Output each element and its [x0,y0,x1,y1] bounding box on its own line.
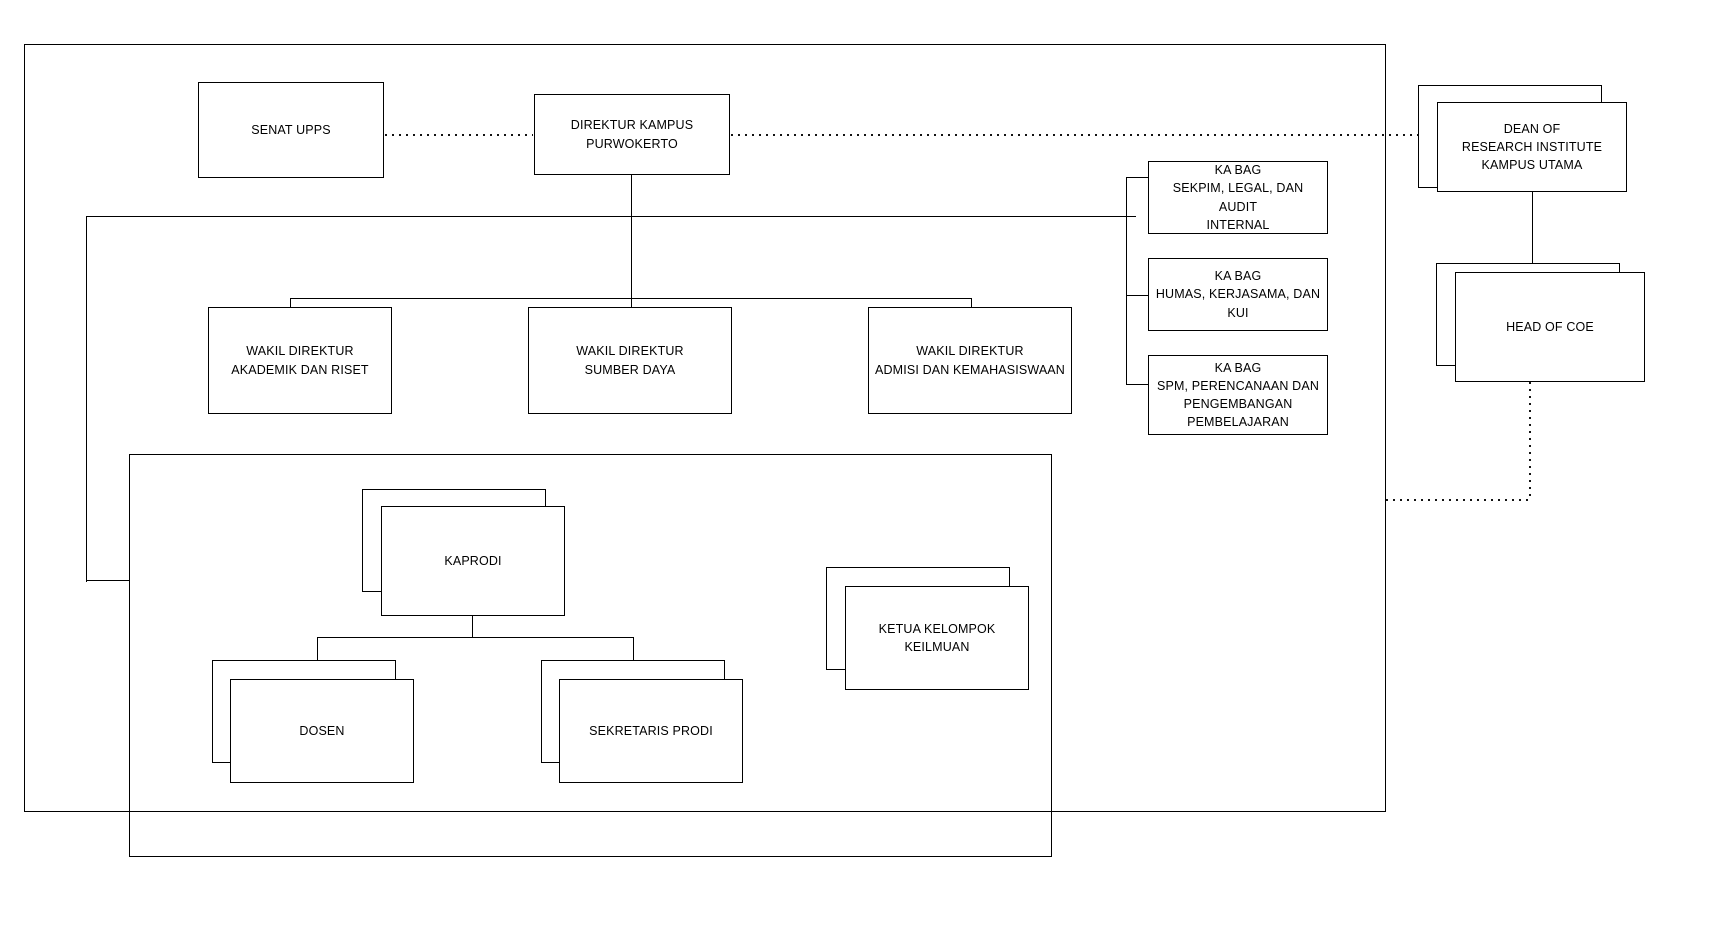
edge-kabag-humas-stub [1126,295,1148,297]
edge-direktur-spine-vertical [631,175,633,300]
edge-direktur-to-dean [731,134,1427,136]
node-kaprodi[interactable]: KAPRODI [381,506,565,616]
edge-kaprodi-bus [317,637,634,639]
edge-kabag-riser [1126,177,1128,385]
edge-dean-to-coe [1532,192,1534,264]
node-sekretaris-prodi[interactable]: SEKRETARIS PRODI [559,679,743,783]
node-ketua-kelompok-keilmuan[interactable]: KETUA KELOMPOK KEILMUAN [845,586,1029,690]
outer-container-frame [24,44,1386,812]
node-wakil-admisi[interactable]: WAKIL DIREKTUR ADMISI DAN KEMAHASISWAAN [868,307,1072,414]
edge-left-bracket-top [86,216,1136,218]
edge-coe-dotted-horizontal [1386,499,1531,501]
edge-sekretaris-drop [633,637,635,661]
edge-coe-dotted-vertical [1529,382,1531,501]
edge-senat-to-direktur [385,134,533,136]
node-ka-bag-sekpim[interactable]: KA BAG SEKPIM, LEGAL, DAN AUDIT INTERNAL [1148,161,1328,234]
edge-left-bracket-vertical [86,216,88,582]
edge-wakil-admisi-drop [971,298,973,308]
node-direktur-kampus[interactable]: DIREKTUR KAMPUS PURWOKERTO [534,94,730,175]
node-dosen[interactable]: DOSEN [230,679,414,783]
edge-dosen-drop [317,637,319,661]
edge-kabag-sekpim-stub [1126,177,1148,179]
node-head-of-coe[interactable]: HEAD OF COE [1455,272,1645,382]
edge-wakil-sumber-daya-drop [631,298,633,308]
node-ka-bag-humas[interactable]: KA BAG HUMAS, KERJASAMA, DAN KUI [1148,258,1328,331]
edge-kaprodi-drop [472,616,474,638]
edge-kabag-spm-stub [1126,384,1148,386]
edge-wakil-akademik-drop [290,298,292,308]
prodi-container-frame [129,454,1052,857]
node-ka-bag-spm[interactable]: KA BAG SPM, PERENCANAAN DAN PENGEMBANGAN… [1148,355,1328,435]
node-senat-upps[interactable]: SENAT UPPS [198,82,384,178]
node-wakil-sumber-daya[interactable]: WAKIL DIREKTUR SUMBER DAYA [528,307,732,414]
node-wakil-akademik[interactable]: WAKIL DIREKTUR AKADEMIK DAN RISET [208,307,392,414]
edge-left-bracket-bottom [86,580,130,582]
node-dean-research-institute[interactable]: DEAN OF RESEARCH INSTITUTE KAMPUS UTAMA [1437,102,1627,192]
